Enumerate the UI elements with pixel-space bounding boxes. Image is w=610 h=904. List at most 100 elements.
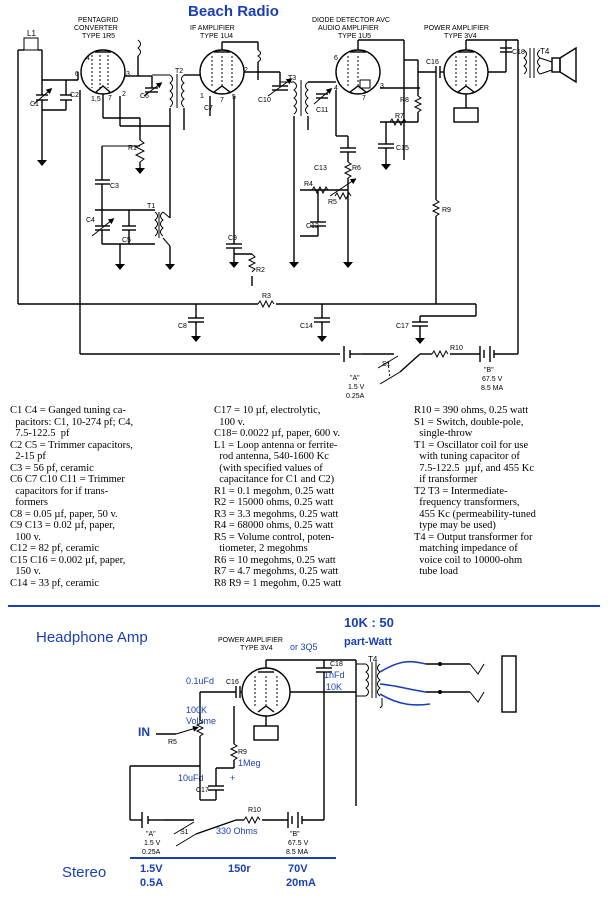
- hp-r9-value: 1Meg: [238, 758, 261, 768]
- battery-a-current: 0.25A: [346, 393, 365, 400]
- c3-label: C3: [110, 183, 119, 190]
- loop-antenna-l1: L1: [17, 29, 43, 304]
- hp-in-label: IN: [138, 725, 150, 739]
- c2-label: C2: [70, 92, 79, 99]
- hp-c18-value: 1nFd: [324, 670, 345, 680]
- c5-label: C5: [122, 237, 131, 244]
- c16-label: C16: [426, 59, 439, 66]
- r2-label: R2: [256, 267, 265, 274]
- hp-c18-r: 10K: [326, 682, 342, 692]
- hp-battery-a-current: 0.25A: [142, 849, 161, 856]
- svg-text:4: 4: [86, 55, 90, 62]
- svg-text:6: 6: [334, 55, 338, 62]
- headphone-ratio: 10K : 50: [344, 615, 394, 630]
- hp-c16-label: C16: [226, 679, 239, 686]
- r3-label: R3: [262, 293, 271, 300]
- svg-text:1: 1: [200, 93, 204, 100]
- hp-c18-label: C18: [330, 661, 343, 668]
- hp-c18-t4: C18 1nFd 10K T4: [316, 655, 517, 806]
- c9-label: C9: [228, 235, 237, 242]
- tube1-type: TYPE 1R5: [82, 33, 115, 40]
- oscillator-section: C4 C5 T1: [86, 203, 175, 270]
- hp-tube-label: POWER AMPLIFIER: [218, 637, 283, 644]
- a-supply-current: 0.5A: [140, 877, 163, 889]
- battery-a-label: "A": [350, 375, 360, 382]
- c15-label: C15: [396, 145, 409, 152]
- mid-resistor: 150r: [228, 863, 251, 875]
- t2-label: T2: [175, 68, 183, 75]
- c8-label: C8: [178, 323, 187, 330]
- tube-3v4: C16 R9: [426, 39, 518, 304]
- svg-text:7: 7: [220, 97, 224, 104]
- a-supply-voltage: 1.5V: [140, 863, 163, 875]
- r9-label: R9: [442, 207, 451, 214]
- capacitor-c9-resistor-r2: C9 R2: [209, 96, 265, 286]
- svg-text:7: 7: [362, 95, 366, 102]
- parts-list-col2: C17 = 10 µf, electrolytic, 100 v. C18= 0…: [214, 405, 342, 589]
- hp-r5-name: Volume: [186, 716, 216, 726]
- battery-a: "A" 1.5 V 0.25A: [343, 346, 365, 400]
- hp-alt-tube: or 3Q5: [290, 642, 318, 652]
- r5-label: R5: [328, 199, 337, 206]
- t4-label: T4: [540, 47, 550, 56]
- t3-label: T3: [288, 75, 296, 82]
- c14-label: C14: [300, 323, 313, 330]
- parts-list-col1: C1 C4 = Ganged tuning ca- pacitors: C1, …: [10, 405, 134, 589]
- svg-text:3: 3: [380, 83, 384, 90]
- t1-label: T1: [147, 203, 155, 210]
- hp-battery-a-voltage: 1.5 V: [144, 840, 161, 847]
- stereo-label: Stereo: [62, 864, 106, 881]
- tube4-label: POWER AMPLIFIER: [424, 25, 489, 32]
- battery-a-voltage: 1.5 V: [348, 384, 365, 391]
- c4-label: C4: [86, 217, 95, 224]
- hp-r5-label: R5: [168, 739, 177, 746]
- r10-label: R10: [450, 345, 463, 352]
- hp-battery-b-voltage: 67.5 V: [288, 840, 309, 847]
- svg-text:4: 4: [334, 85, 338, 92]
- c13-label: C13: [314, 165, 327, 172]
- b-supply-current: 20mA: [286, 877, 316, 889]
- b-supply-voltage: 70V: [288, 863, 308, 875]
- tube3-label-line2: AUDIO AMPLIFIER: [318, 25, 379, 32]
- battery-b-voltage: 67.5 V: [482, 376, 503, 383]
- tube2-label: IF AMPLIFIER: [190, 25, 235, 32]
- headphone-ratio-sub: part-Watt: [344, 636, 392, 648]
- output-section: C18 T4: [500, 40, 577, 92]
- svg-text:7: 7: [108, 95, 112, 102]
- hp-c16-value: 0.1uFd: [186, 676, 214, 686]
- c18-label: C18: [512, 49, 525, 56]
- svg-text:3: 3: [126, 71, 130, 78]
- if-transformer-t2: T2 C6: [138, 68, 200, 130]
- svg-text:6: 6: [75, 71, 79, 78]
- svg-text:2: 2: [122, 91, 126, 98]
- hp-r5: R5 100K Volume IN: [138, 692, 216, 766]
- battery-b-label: "B": [484, 367, 494, 374]
- hp-c17-label: C17: [196, 787, 209, 794]
- hp-r10-label: R10: [248, 807, 261, 814]
- hp-battery-b-current: 8.5 MA: [286, 849, 309, 856]
- svg-text:1,5: 1,5: [91, 96, 101, 103]
- c17-label: C17: [396, 323, 409, 330]
- hp-r10-value: 330 Ohms: [216, 826, 258, 836]
- c7-label: C7: [204, 105, 213, 112]
- hp-tube-type: TYPE 3V4: [240, 645, 273, 652]
- tube4-type: TYPE 3V4: [444, 33, 477, 40]
- tube1-label-line1: PENTAGRID: [78, 17, 118, 24]
- hp-r9-label: R9: [238, 749, 247, 756]
- tube3-type: TYPE 1U5: [338, 33, 371, 40]
- audio-section-r7-r8-c15: R8 R7 C15: [378, 59, 436, 170]
- r8-label: R8: [400, 97, 409, 104]
- parts-list-col3: R10 = 390 ohms, 0.25 watt S1 = Switch, d…: [414, 405, 536, 577]
- hp-r9: R9 1Meg: [229, 706, 261, 768]
- tube2-type: TYPE 1U4: [200, 33, 233, 40]
- tube3-label-line1: DIODE DETECTOR AVC: [312, 17, 390, 24]
- tube-1r5: 6 3 1,5 7 4 2: [75, 49, 130, 103]
- hp-c17-plus: +: [230, 773, 235, 783]
- hp-battery-a-label: "A": [146, 831, 156, 838]
- c1-label: C1: [30, 101, 39, 108]
- if-transformer-t3: T3 C10 C11: [258, 72, 333, 268]
- hp-c17: C17 10uFd +: [178, 767, 235, 800]
- hp-c16: C16 0.1uFd: [186, 676, 242, 698]
- switch-s1: S1: [362, 353, 421, 385]
